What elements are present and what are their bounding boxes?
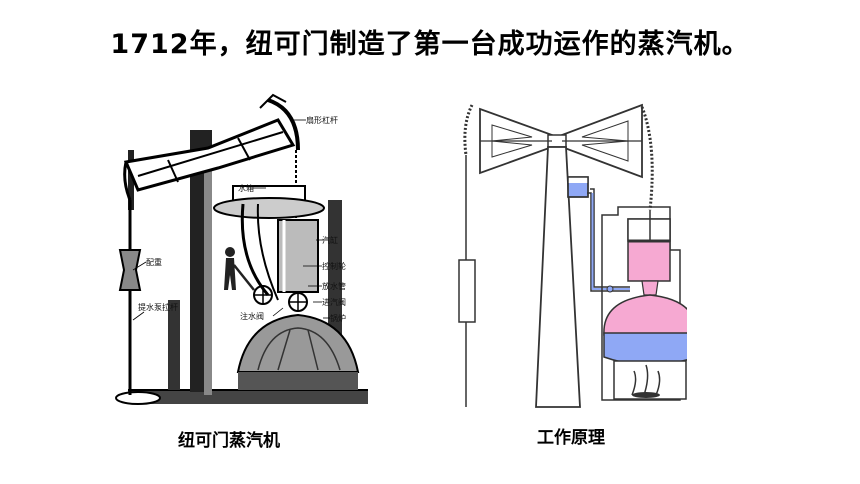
page-title: 1712年，纽可门制造了第一台成功运作的蒸汽机。 <box>110 29 750 60</box>
label-counterweight: 配重 <box>146 257 162 267</box>
label-pump-rod: 提水泵拉杆 <box>138 302 178 312</box>
label-intake-valve: 进汽阀 <box>322 297 346 307</box>
label-drain-pipe: 放水管 <box>322 281 346 291</box>
newcomen-engine-illustration: 扇形杠杆 水箱 汽缸 控制轮 放水管 进汽阀 锅炉 注水阀 配重 提水泵拉杆 <box>115 93 368 405</box>
label-control-wheel: 控制轮 <box>322 261 346 271</box>
caption-newcomen-engine: 纽可门蒸汽机 <box>178 431 280 451</box>
label-water-tank: 水箱 <box>238 183 254 193</box>
caption-working-principle: 工作原理 <box>537 428 605 448</box>
label-beam: 扇形杠杆 <box>306 115 338 125</box>
label-injection-valve: 注水阀 <box>240 311 264 321</box>
working-principle-diagram <box>458 103 687 408</box>
label-boiler: 锅炉 <box>330 313 346 323</box>
label-cylinder: 汽缸 <box>322 235 338 245</box>
